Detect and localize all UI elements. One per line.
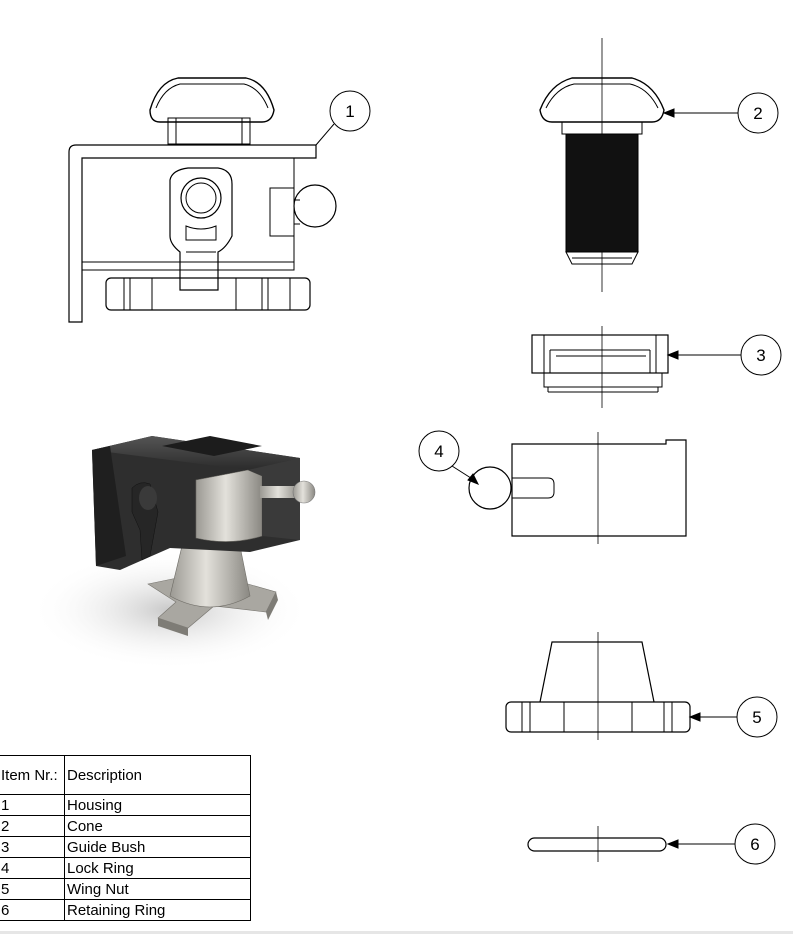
balloon-4-number: 4 — [434, 442, 443, 461]
table-row: 3 Guide Bush — [0, 836, 251, 858]
balloon-3-number: 3 — [756, 346, 765, 365]
table-row: 4 Lock Ring — [0, 857, 251, 879]
bom-item-description: Wing Nut — [64, 878, 251, 900]
table-row: 5 Wing Nut — [0, 878, 251, 900]
bom-item-description: Housing — [64, 794, 251, 816]
balloon-6-number: 6 — [750, 835, 759, 854]
bom-item-description: Retaining Ring — [64, 899, 251, 921]
table-row: 2 Cone — [0, 815, 251, 837]
isometric-render — [30, 436, 316, 670]
bom-item-number: 3 — [0, 836, 65, 858]
balloon-1: 1 — [315, 90, 371, 146]
bom-header-description: Description — [64, 755, 251, 795]
wing-nut-view — [505, 632, 691, 740]
table-row: 1 Housing — [0, 794, 251, 816]
bom-item-number: 6 — [0, 899, 65, 921]
balloon-2-number: 2 — [753, 104, 762, 123]
cone-view — [539, 38, 665, 292]
retaining-ring-view — [527, 826, 667, 862]
balloon-5-number: 5 — [752, 708, 761, 727]
balloon-2: 2 — [662, 92, 779, 134]
bill-of-materials-table: Item Nr.: Description 1 Housing 2 Cone 3… — [0, 755, 251, 921]
balloon-6: 6 — [666, 823, 776, 865]
bom-header-row: Item Nr.: Description — [0, 755, 251, 795]
guide-bush-view — [531, 326, 669, 408]
balloon-5: 5 — [688, 696, 778, 738]
table-row: 6 Retaining Ring — [0, 899, 251, 921]
balloon-3: 3 — [666, 334, 782, 376]
bottom-edge-strip — [0, 931, 793, 934]
bom-item-number: 4 — [0, 857, 65, 879]
lock-ring-view — [468, 432, 687, 544]
housing-assembly-view — [68, 77, 337, 323]
bom-item-description: Guide Bush — [64, 836, 251, 858]
bom-item-description: Cone — [64, 815, 251, 837]
bom-item-number: 2 — [0, 815, 65, 837]
bom-header-item: Item Nr.: — [0, 755, 65, 795]
balloon-1-number: 1 — [345, 102, 354, 121]
balloon-4: 4 — [418, 430, 480, 485]
bom-item-number: 1 — [0, 794, 65, 816]
bom-item-description: Lock Ring — [64, 857, 251, 879]
bom-item-number: 5 — [0, 878, 65, 900]
